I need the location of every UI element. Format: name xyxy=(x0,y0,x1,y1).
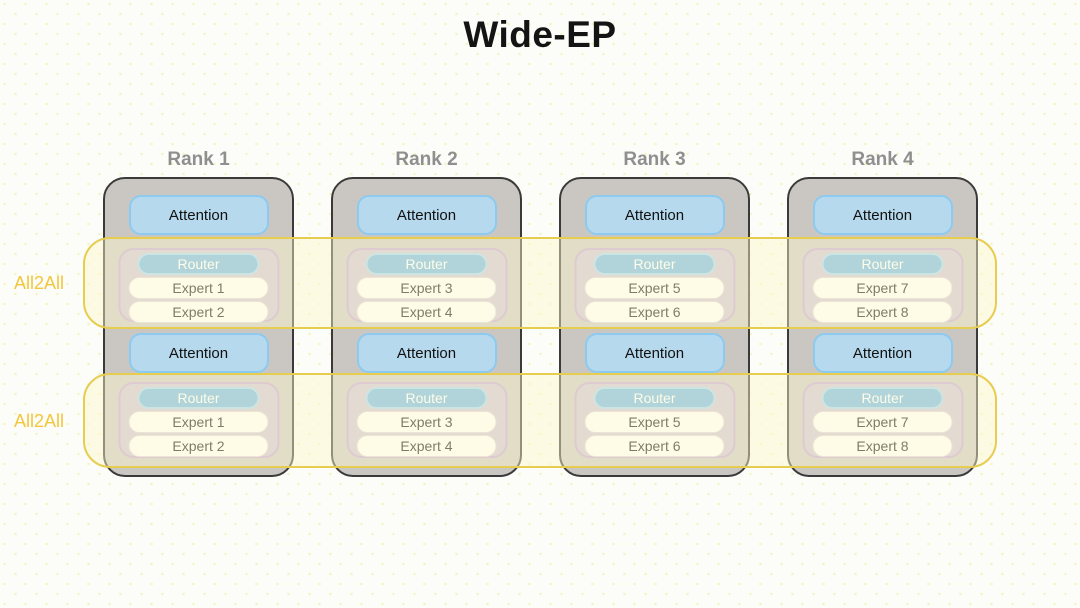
expert-block: Expert 2 xyxy=(128,301,269,323)
attention-block: Attention xyxy=(356,333,497,373)
moe-group: Router Expert 5 Expert 6 xyxy=(574,382,735,458)
expert-block: Expert 4 xyxy=(356,301,497,323)
attention-block: Attention xyxy=(812,195,953,235)
rank-column-4: Rank 4 Attention Router Expert 7 Expert … xyxy=(787,148,978,477)
expert-block: Expert 1 xyxy=(128,277,269,299)
attention-block: Attention xyxy=(584,333,725,373)
expert-block: Expert 6 xyxy=(584,301,725,323)
expert-block: Expert 3 xyxy=(356,411,497,433)
router-block: Router xyxy=(137,387,260,409)
expert-block: Expert 8 xyxy=(812,301,953,323)
router-block: Router xyxy=(593,387,716,409)
expert-block: Expert 5 xyxy=(584,277,725,299)
diagram-title: Wide-EP xyxy=(463,14,617,55)
expert-block: Expert 5 xyxy=(584,411,725,433)
expert-block: Expert 8 xyxy=(812,435,953,457)
rank-column-3: Rank 3 Attention Router Expert 5 Expert … xyxy=(559,148,750,477)
moe-group: Router Expert 3 Expert 4 xyxy=(346,382,507,458)
router-block: Router xyxy=(593,253,716,275)
attention-block: Attention xyxy=(584,195,725,235)
router-block: Router xyxy=(137,253,260,275)
expert-block: Expert 3 xyxy=(356,277,497,299)
attention-block: Attention xyxy=(128,195,269,235)
all2all-label-top: All2All xyxy=(13,273,65,293)
rank-column-2: Rank 2 Attention Router Expert 3 Expert … xyxy=(331,148,522,477)
moe-group: Router Expert 7 Expert 8 xyxy=(802,382,963,458)
router-block: Router xyxy=(821,387,944,409)
rank-box: Attention Router Expert 1 Expert 2 Atten… xyxy=(103,177,294,477)
rank-box: Attention Router Expert 3 Expert 4 Atten… xyxy=(331,177,522,477)
moe-group: Router Expert 7 Expert 8 xyxy=(802,248,963,323)
rank-label: Rank 1 xyxy=(167,149,230,170)
rank-label: Rank 3 xyxy=(623,149,686,170)
expert-block: Expert 7 xyxy=(812,277,953,299)
expert-block: Expert 7 xyxy=(812,411,953,433)
attention-block: Attention xyxy=(128,333,269,373)
router-block: Router xyxy=(365,253,488,275)
moe-group: Router Expert 5 Expert 6 xyxy=(574,248,735,323)
moe-group: Router Expert 1 Expert 2 xyxy=(118,248,279,323)
rank-box: Attention Router Expert 7 Expert 8 Atten… xyxy=(787,177,978,477)
attention-block: Attention xyxy=(356,195,497,235)
rank-box: Attention Router Expert 5 Expert 6 Atten… xyxy=(559,177,750,477)
router-block: Router xyxy=(821,253,944,275)
expert-block: Expert 1 xyxy=(128,411,269,433)
rank-column-1: Rank 1 Attention Router Expert 1 Expert … xyxy=(103,148,294,477)
attention-block: Attention xyxy=(812,333,953,373)
rank-label: Rank 2 xyxy=(395,149,458,170)
moe-group: Router Expert 3 Expert 4 xyxy=(346,248,507,323)
rank-label: Rank 4 xyxy=(851,149,914,170)
router-block: Router xyxy=(365,387,488,409)
moe-group: Router Expert 1 Expert 2 xyxy=(118,382,279,458)
all2all-label-bottom: All2All xyxy=(13,411,65,431)
expert-block: Expert 4 xyxy=(356,435,497,457)
expert-block: Expert 6 xyxy=(584,435,725,457)
expert-block: Expert 2 xyxy=(128,435,269,457)
